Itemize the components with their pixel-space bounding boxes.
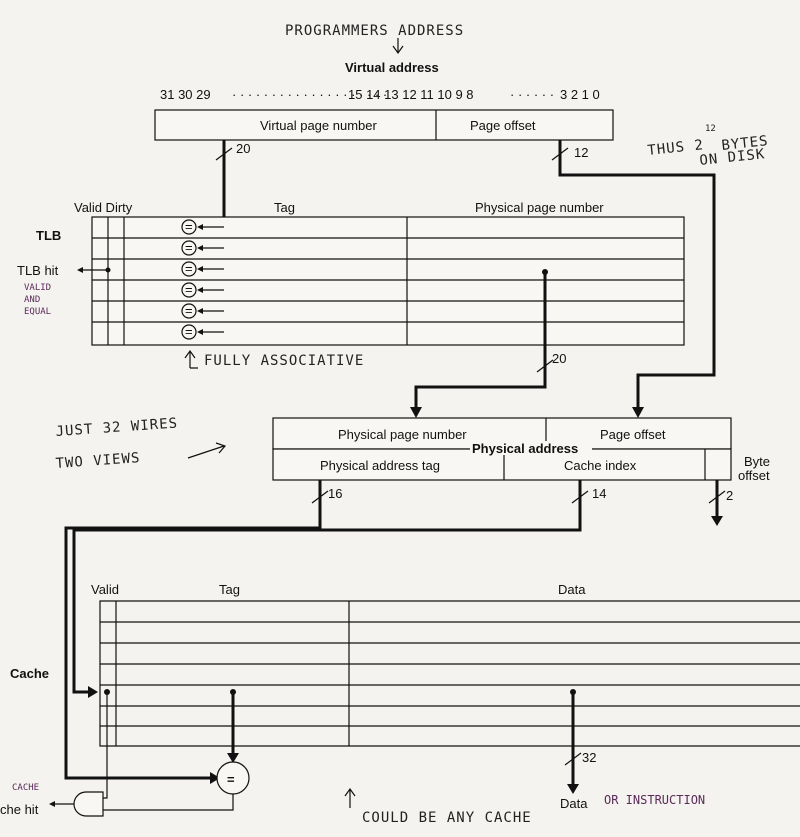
annotation-arrow-up bbox=[184, 349, 198, 369]
cache-data-label: Data bbox=[560, 796, 588, 811]
page-offset-arrowhead bbox=[632, 407, 644, 418]
svg-text:=: = bbox=[185, 303, 193, 318]
tlb-title: TLB bbox=[36, 228, 61, 243]
tlb-comparator bbox=[181, 324, 197, 340]
cache-index-wire bbox=[72, 480, 582, 694]
byte-offset-label-2: offset bbox=[738, 468, 770, 483]
cache-col-tag: Tag bbox=[219, 582, 240, 597]
annotation-exp-12: 12 bbox=[705, 124, 716, 134]
annotation-arrow-down bbox=[392, 38, 404, 55]
tlb-col-ppn: Physical page number bbox=[475, 200, 604, 215]
physical-address-title: Physical address bbox=[472, 441, 578, 456]
vpn-wire-slash bbox=[215, 147, 233, 161]
tlb-hit-label: TLB hit bbox=[17, 263, 59, 278]
cache-index-width-label: 14 bbox=[592, 486, 606, 501]
virtual-page-number-label: Virtual page number bbox=[260, 118, 378, 133]
annotation-could-be-any-cache: COULD BE ANY CACHE bbox=[362, 810, 532, 826]
annotation-arrow-up-bottom bbox=[344, 787, 356, 808]
virtual-address-dots-left: · · · · · · · · · · · · · · · · · · · · bbox=[232, 87, 387, 102]
cache-valid-wire bbox=[103, 692, 108, 799]
annotation-two-views: TWO VIEWS bbox=[55, 450, 141, 472]
annotation-on-disk: ON DISK bbox=[699, 146, 766, 169]
virtual-address-bits-mid: 15 14 13 12 11 10 9 8 bbox=[348, 87, 474, 102]
vpn-width-label: 20 bbox=[236, 141, 250, 156]
annotation-cache: CACHE bbox=[12, 783, 39, 793]
annotation-valid: VALID bbox=[24, 283, 51, 293]
cache-col-data: Data bbox=[558, 582, 586, 597]
tlb-col-valid-dirty: Valid Dirty bbox=[74, 200, 133, 215]
physical-ppn-label: Physical page number bbox=[338, 427, 467, 442]
annotation-programmers-address: PROGRAMMERS ADDRESS bbox=[285, 23, 464, 39]
tlb-table bbox=[91, 216, 685, 346]
tlb-comparator bbox=[181, 240, 197, 256]
tlb-ppn-width-label: 20 bbox=[552, 351, 566, 366]
virtual-address-bits-left: 31 30 29 bbox=[160, 87, 211, 102]
virtual-address-dots-right: · · · · · · bbox=[510, 87, 554, 102]
cache-table bbox=[99, 600, 800, 747]
cache-hit-label: che hit bbox=[0, 802, 39, 817]
tlb-comparators: = = = = = = bbox=[181, 219, 224, 340]
svg-text:=: = bbox=[227, 772, 235, 787]
svg-text:=: = bbox=[185, 261, 193, 276]
annotation-or-instruction: OR INSTRUCTION bbox=[604, 793, 705, 807]
annotation-just-32-wires: JUST 32 WIRES bbox=[55, 415, 178, 440]
tlb-col-tag: Tag bbox=[274, 200, 295, 215]
page-offset-wire-slash bbox=[551, 147, 569, 161]
virtual-page-offset-label: Page offset bbox=[470, 118, 536, 133]
tlb-ppn-wire bbox=[414, 272, 547, 415]
byte-offset-width-label: 2 bbox=[726, 488, 733, 503]
annotation-equal: EQUAL bbox=[24, 307, 51, 317]
byte-offset-label-1: Byte bbox=[744, 454, 770, 469]
virtual-address-title: Virtual address bbox=[345, 60, 439, 75]
tlb-comparator bbox=[181, 219, 197, 235]
tlb-comparator bbox=[181, 261, 197, 277]
svg-text:=: = bbox=[185, 324, 193, 339]
annotation-thus-2: THUS 2 bbox=[647, 137, 705, 159]
svg-text:=: = bbox=[185, 282, 193, 297]
tlb-comparator bbox=[181, 282, 197, 298]
annotation-and: AND bbox=[24, 295, 40, 305]
tlb-comparator bbox=[181, 303, 197, 319]
physical-address-tag-label: Physical address tag bbox=[320, 458, 440, 473]
virtual-address-bits-right: 3 2 1 0 bbox=[560, 87, 600, 102]
cache-index-label: Cache index bbox=[564, 458, 637, 473]
annotation-arrow-right bbox=[187, 442, 227, 459]
cache-frame bbox=[99, 600, 800, 747]
tlb-frame bbox=[91, 216, 685, 346]
virtual-address-register bbox=[154, 109, 614, 141]
annotation-bytes: BYTES bbox=[721, 133, 770, 154]
physical-tag-wire bbox=[64, 480, 322, 780]
page-offset-width-label: 12 bbox=[574, 145, 588, 160]
cache-title: Cache bbox=[10, 666, 49, 681]
svg-text:=: = bbox=[185, 240, 193, 255]
physical-tag-width-label: 16 bbox=[328, 486, 342, 501]
svg-text:=: = bbox=[185, 219, 193, 234]
cache-data-width-label: 32 bbox=[582, 750, 596, 765]
physical-page-offset-label: Page offset bbox=[600, 427, 666, 442]
page-offset-wire bbox=[558, 140, 716, 415]
cache-hit-and-gate bbox=[73, 791, 104, 817]
comparator-output-wire bbox=[103, 794, 234, 811]
annotation-fully-associative: FULLY ASSOCIATIVE bbox=[204, 353, 364, 369]
cache-col-valid: Valid bbox=[91, 582, 119, 597]
